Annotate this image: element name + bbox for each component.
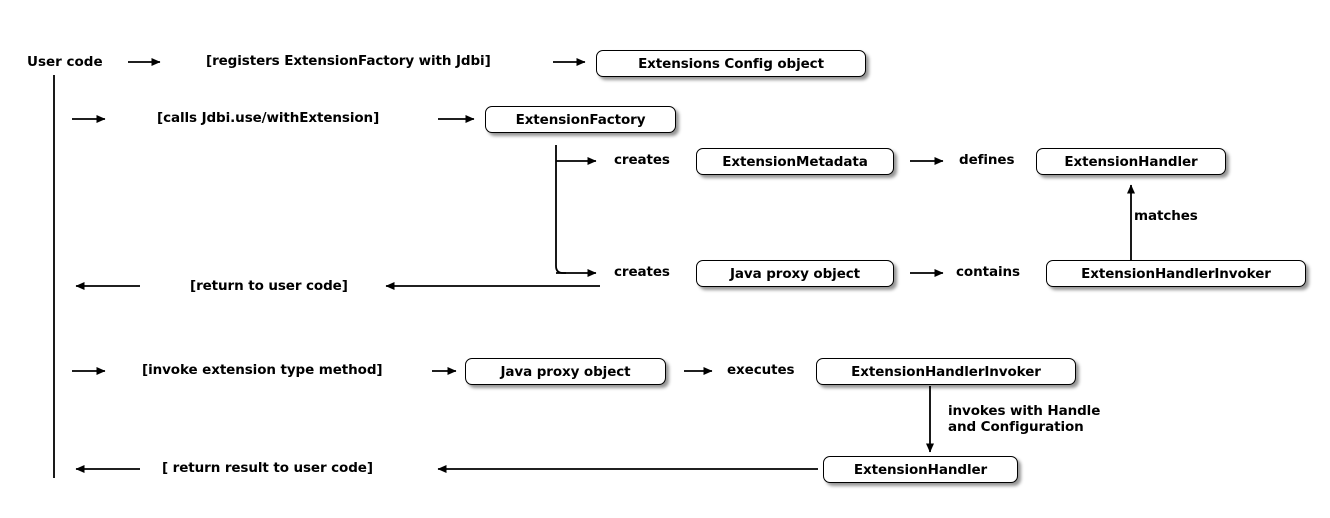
edge-label-creates-metadata: creates (614, 152, 670, 168)
node-java-proxy-object-top[interactable]: Java proxy object (696, 260, 894, 287)
node-java-proxy-object-bottom[interactable]: Java proxy object (465, 358, 666, 385)
edge-label-registers-extension-factory: [registers ExtensionFactory with Jdbi] (206, 53, 491, 69)
edge-label-executes: executes (727, 362, 795, 378)
edge-label-invoke-extension-type-method: [invoke extension type method] (142, 362, 383, 378)
edge-label-invokes-with-handle-and-configuration: invokes with Handle and Configuration (948, 403, 1101, 435)
node-extension-factory[interactable]: ExtensionFactory (485, 106, 676, 133)
node-extension-handler-invoker-bottom[interactable]: ExtensionHandlerInvoker (816, 358, 1076, 385)
node-extension-handler-invoker-top[interactable]: ExtensionHandlerInvoker (1046, 260, 1306, 287)
edge-label-return-result-to-user-code: [ return result to user code] (162, 460, 373, 476)
edge-label-calls-jdbi-use: [calls Jdbi.use/withExtension] (157, 110, 380, 126)
lifeline-label-user-code: User code (27, 54, 103, 70)
factory-branch-connector (555, 145, 566, 274)
edge-label-creates-proxy: creates (614, 264, 670, 280)
edge-label-return-to-user-code: [return to user code] (190, 278, 348, 294)
edge-label-matches: matches (1134, 208, 1198, 224)
edge-label-contains: contains (956, 264, 1020, 280)
node-extension-handler-bottom[interactable]: ExtensionHandler (823, 456, 1018, 483)
node-extension-metadata[interactable]: ExtensionMetadata (696, 148, 894, 175)
edge-label-defines: defines (959, 152, 1015, 168)
node-extensions-config-object[interactable]: Extensions Config object (596, 50, 866, 77)
node-extension-handler-top[interactable]: ExtensionHandler (1036, 148, 1226, 175)
